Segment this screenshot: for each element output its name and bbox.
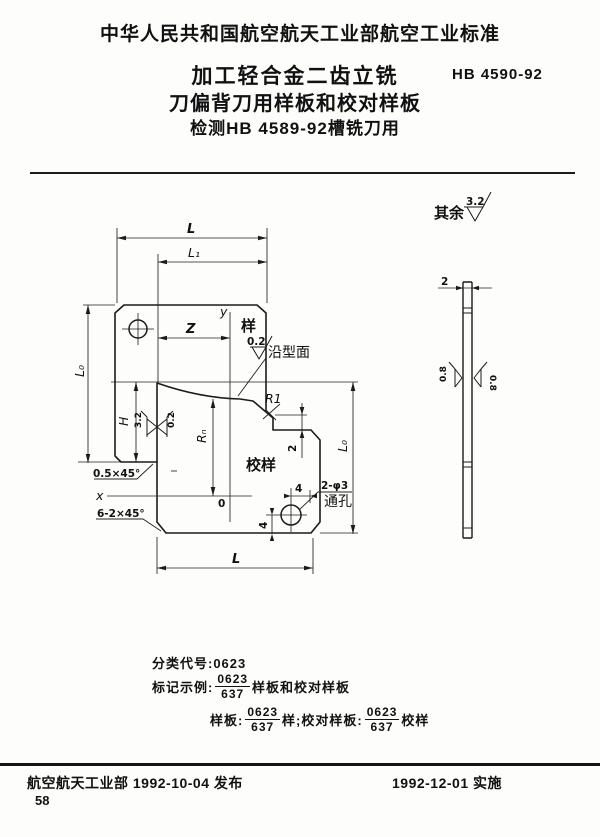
dim-label-L0-right: L₀ — [335, 440, 350, 452]
example-fraction-bottom: 637 — [221, 687, 245, 701]
general-roughness-value: 3.2 — [466, 196, 485, 208]
dim-L-top — [116, 228, 268, 303]
chamfer-corners-label: 6-2×45° — [97, 508, 145, 520]
dim-label-4-vertical: 4 — [258, 522, 270, 529]
roughness-symbols — [140, 191, 492, 437]
check-template-label: 校样 — [246, 456, 276, 474]
dim-label-step: 2 — [287, 445, 299, 452]
edge-roughness-right-icon — [156, 410, 174, 437]
designation-fraction1-bottom: 637 — [251, 720, 275, 734]
doc-title-line1: 加工轻合金二齿立铣 — [191, 65, 399, 88]
dim-label-L1: L₁ — [188, 245, 200, 260]
holes-note-top: 2-φ3 — [321, 480, 348, 492]
page-number: 58 — [35, 793, 50, 808]
lower-template-outline — [156, 382, 321, 534]
designation-fraction2-top: 0623 — [364, 705, 400, 720]
dimension-lines — [78, 228, 492, 574]
dim-label-L-top: L — [187, 222, 195, 237]
dim-label-Rn: Rₙ — [194, 429, 209, 443]
example-fraction-top: 0623 — [215, 672, 251, 687]
standard-org-line: 中华人民共和国航空航天工业部航空工业标准 — [99, 24, 500, 45]
origin-label: 0 — [218, 498, 225, 510]
dim-L0-left — [78, 304, 121, 463]
edge-roughness-right-value: 0.2 — [167, 412, 177, 428]
dim-label-L0-left: L₀ — [72, 365, 87, 377]
side-roughness-right-icon — [473, 361, 488, 388]
designation-fraction2-bottom: 637 — [370, 720, 394, 734]
r1-leader — [262, 403, 281, 421]
designation-part3: 校样 — [401, 713, 430, 728]
holes-note-leader — [298, 491, 352, 511]
template-label: 样 — [241, 317, 256, 335]
dimension-arrows — [85, 235, 479, 571]
dim-label-thickness: 2 — [441, 276, 448, 288]
lower-hole-crosshair — [266, 488, 307, 532]
dim-L0-right — [320, 382, 358, 534]
note-designations: 样板: 0623 637 样;校对样板: 0623 637 校样 — [210, 706, 429, 733]
example-label: 标记示例: — [152, 680, 214, 695]
doc-title-line3: 检测HB 4589-92槽铣刀用 — [190, 119, 400, 138]
designation-part2: 样;校对样板: — [282, 713, 363, 728]
edge-roughness-left-value: 3.2 — [134, 412, 144, 428]
chamfer-small-label: 0.5×45° — [93, 468, 140, 480]
upper-hole-crosshair — [122, 313, 154, 345]
dim-L1 — [157, 254, 267, 383]
designation-fraction-1: 0623 637 — [245, 705, 281, 734]
chamfer-small-leader — [94, 463, 154, 480]
dim-label-H: H — [116, 416, 131, 426]
example-fraction: 0623 637 — [215, 672, 251, 701]
footer-divider — [0, 763, 600, 766]
class-code-text: 分类代号:0623 — [152, 656, 247, 671]
designation-part1: 样板: — [210, 713, 244, 728]
designation-fraction-2: 0623 637 — [364, 705, 400, 734]
dim-label-L-bottom: L — [232, 552, 240, 567]
dim-label-R1: R1 — [265, 391, 282, 406]
leader-lines — [94, 357, 352, 532]
side-view-section-bands — [463, 307, 472, 529]
dim-label-Z: Z — [185, 322, 196, 337]
standard-number: HB 4590-92 — [452, 66, 543, 83]
designation-fraction1-top: 0623 — [245, 705, 281, 720]
profile-roughness-icon — [250, 335, 273, 360]
footer-issued: 航空航天工业部 1992-10-04 发布 — [27, 775, 243, 791]
profile-note-label: 沿型面 — [268, 344, 310, 360]
upper-template-outline — [114, 304, 267, 463]
side-roughness-right-value: 0.8 — [487, 375, 497, 391]
general-roughness-prefix: 其余 — [434, 204, 465, 222]
side-view-plate — [462, 281, 473, 539]
axis-label-x: x — [95, 488, 104, 503]
profile-roughness-value: 0.2 — [247, 336, 266, 348]
note-marking-example: 标记示例: 0623 637 样板和校对样板 — [152, 673, 350, 700]
holes-note-bottom: 通孔 — [324, 493, 352, 509]
footer-implemented: 1992-12-01 实施 — [392, 775, 503, 791]
header-divider — [30, 172, 575, 174]
axis-label-y: y — [219, 304, 228, 319]
note-class-code: 分类代号:0623 — [152, 653, 246, 672]
doc-title-line2: 刀偏背刀用样板和校对样板 — [169, 93, 421, 115]
profile-roughness-leader — [237, 357, 267, 397]
example-suffix: 样板和校对样板 — [252, 680, 351, 695]
holes — [122, 313, 307, 532]
side-roughness-left-icon — [448, 361, 463, 388]
chamfer-corners-leader — [96, 518, 162, 532]
dim-4-horizontal — [291, 490, 311, 503]
general-roughness-icon — [464, 191, 492, 222]
dim-label-4-horizontal: 4 — [295, 483, 302, 495]
side-roughness-left-value: 0.8 — [439, 366, 449, 382]
template-outline — [114, 304, 321, 534]
